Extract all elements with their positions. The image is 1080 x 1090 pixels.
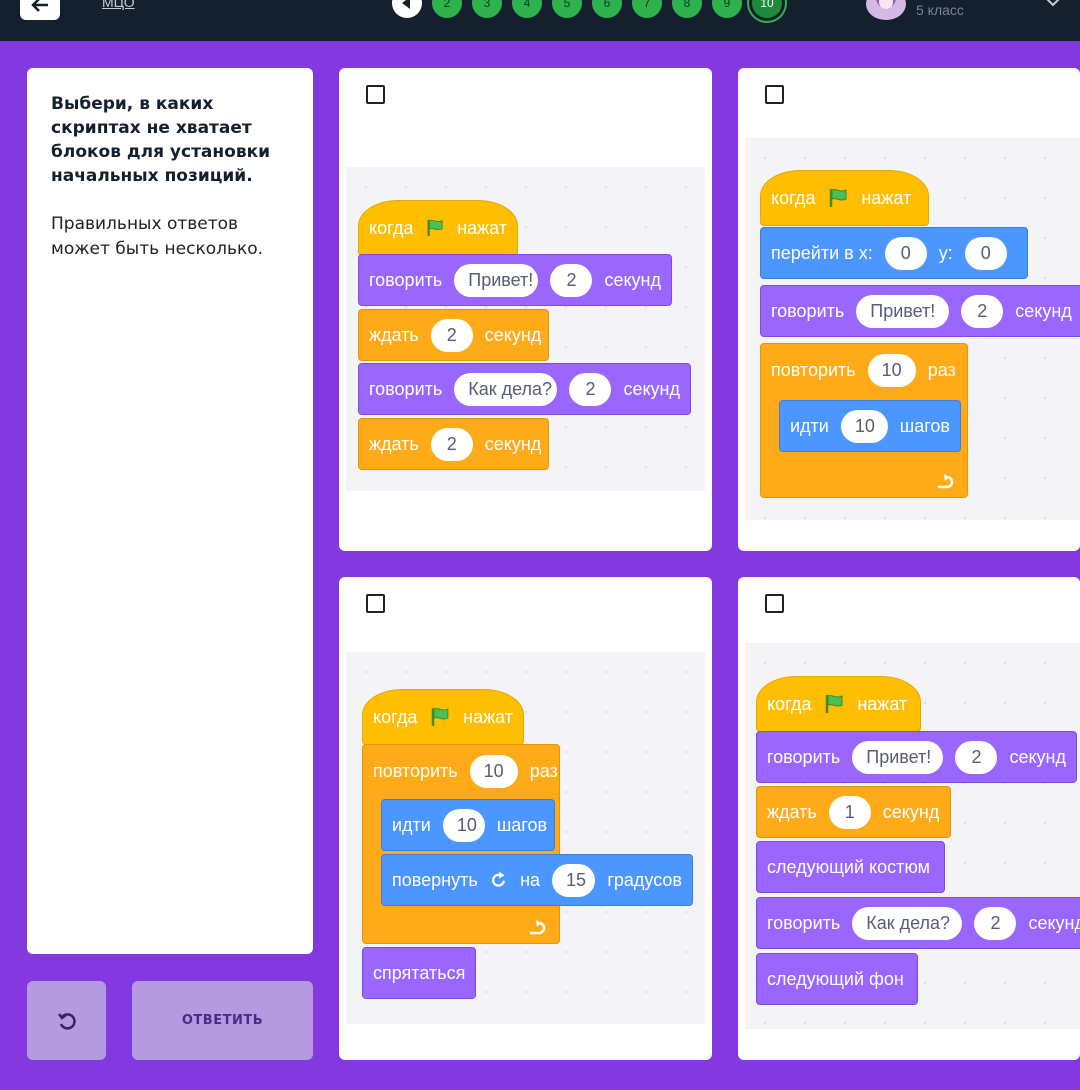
prev-step-button[interactable] xyxy=(392,0,422,18)
option-4-checkbox[interactable] xyxy=(765,594,784,613)
step-5[interactable]: 5 xyxy=(552,0,582,18)
step-6[interactable]: 6 xyxy=(592,0,622,18)
when-flag-block: когда нажат xyxy=(362,689,524,745)
when-flag-block: когда нажат xyxy=(756,676,921,732)
chevron-down-icon[interactable] xyxy=(1044,0,1062,8)
when-flag-block: когда нажат xyxy=(358,200,518,256)
step-8[interactable]: 8 xyxy=(672,0,702,18)
hide-block: спрятаться xyxy=(362,947,476,999)
undo-icon xyxy=(57,1012,76,1030)
avatar-image-icon xyxy=(876,0,896,9)
question-hint: Правильных ответов может быть несколько. xyxy=(51,214,264,259)
loop-arrow-icon xyxy=(530,920,546,935)
question-panel: Выбери, в каких скриптах не хватает блок… xyxy=(27,68,313,954)
next-backdrop-block: следующий фон xyxy=(756,953,918,1005)
top-bar: МЦО 2 3 4 5 6 7 8 9 10 5 класс xyxy=(0,0,1080,41)
avatar[interactable] xyxy=(866,0,906,20)
green-flag-icon xyxy=(830,189,847,207)
rotate-clockwise-icon xyxy=(491,871,505,887)
option-2-checkbox[interactable] xyxy=(765,85,784,104)
question-stepper: 2 3 4 5 6 7 8 9 10 xyxy=(392,0,782,18)
chevron-left-icon xyxy=(402,0,410,9)
reset-button[interactable] xyxy=(27,981,106,1060)
grade-label: 5 класс xyxy=(916,2,964,18)
step-2[interactable]: 2 xyxy=(432,0,462,18)
option-3-checkbox[interactable] xyxy=(366,594,385,613)
green-flag-icon xyxy=(826,695,843,713)
question-title: Выбери, в каких скриптах не хватает блок… xyxy=(51,94,271,186)
breadcrumb-link[interactable]: МЦО xyxy=(102,0,135,10)
green-flag-icon xyxy=(432,708,449,726)
back-button[interactable] xyxy=(20,0,60,20)
step-10-current[interactable]: 10 xyxy=(752,0,782,18)
answer-button[interactable]: ОТВЕТИТЬ xyxy=(132,981,313,1060)
step-7[interactable]: 7 xyxy=(632,0,662,18)
step-3[interactable]: 3 xyxy=(472,0,502,18)
option-1-checkbox[interactable] xyxy=(366,85,385,104)
loop-arrow-icon xyxy=(938,474,954,489)
step-4[interactable]: 4 xyxy=(512,0,542,18)
next-costume-block: следующий костюм xyxy=(756,841,945,893)
arrow-left-icon xyxy=(31,0,48,12)
green-flag-icon xyxy=(427,219,443,237)
step-9[interactable]: 9 xyxy=(712,0,742,18)
when-flag-block: когда нажат xyxy=(760,170,929,226)
